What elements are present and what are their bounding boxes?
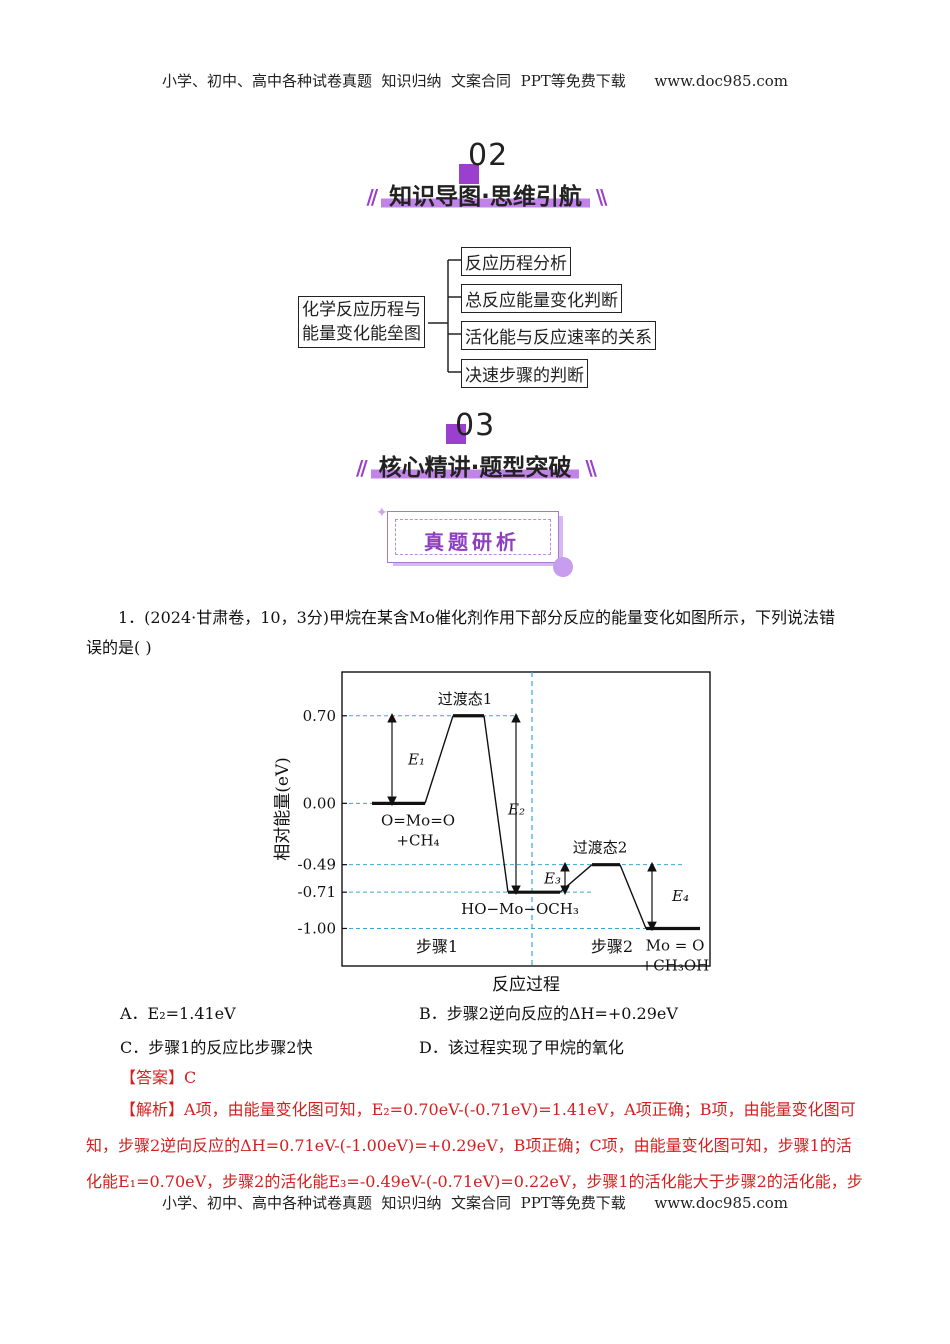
y-axis-label: 相对能量(eV) (273, 757, 293, 861)
tag-inner-border (395, 519, 551, 555)
answer-label: 【答案】 (120, 1068, 185, 1087)
reaction-path (424, 715, 454, 804)
answer-value: C (184, 1068, 197, 1087)
y-tick-label: -0.71 (298, 883, 336, 901)
y-tick-label: -0.49 (298, 856, 336, 874)
analysis-line: 化能E₁=0.70eV，步骤2的活化能E₃=-0.49eV-(-0.71eV)=… (86, 1172, 863, 1191)
option-a: A．E₂=1.41eV (120, 1004, 236, 1023)
section-number: 03 (455, 408, 496, 443)
y-tick-label: 0.70 (303, 707, 336, 725)
y-tick-label: 0.00 (303, 794, 336, 812)
arrow-label: E₂ (507, 801, 525, 819)
energy-diagram: 0.70 0.00 -0.49 -0.71 -1.00 E₁ E₂ E₃ E₄ O=Mo=O +CH… (273, 671, 711, 995)
step-label: 步骤2 (591, 937, 633, 956)
option-c: C．步骤1的反应比步骤2快 (120, 1038, 313, 1057)
arrow-label: E₄ (671, 887, 689, 905)
mindmap-root: 化学反应历程与 能量变化能垒图 (298, 296, 425, 348)
mindmap-branch: 反应历程分析 (461, 247, 571, 276)
level-label: Mo = O (646, 936, 705, 954)
section-banner: // 知识导图·思维引航 \\ (343, 182, 628, 212)
arrow-label: E₃ (543, 869, 561, 887)
mindmap-root-line: 化学反应历程与 (302, 300, 421, 320)
page-footer: 小学、初中、高中各种试卷真题 知识归纳 文案合同 PPT等免费下载 www.do… (161, 1194, 788, 1212)
analysis-label: 【解析】 (120, 1100, 185, 1119)
level-label: 过渡态1 (438, 690, 493, 708)
option-d: D．该过程实现了甲烷的氧化 (419, 1038, 624, 1057)
level-label: HO−Mo−OCH₃ (461, 900, 579, 918)
level-label: O=Mo=O (381, 811, 455, 829)
analysis-text: A项，由能量变化图可知，E₂=0.70eV-(-0.71eV)=1.41eV，A… (184, 1100, 856, 1119)
level-label: 过渡态2 (573, 839, 628, 857)
section-number: 02 (468, 138, 509, 173)
mindmap-branch: 活化能与反应速率的关系 (461, 321, 656, 350)
section-marker (459, 164, 479, 184)
mindmap-branch: 总反应能量变化判断 (461, 284, 622, 313)
level-label: +CH₄ (396, 831, 439, 849)
step-label: 步骤1 (416, 937, 458, 956)
y-tick-label: -1.00 (298, 919, 336, 937)
section-title: 知识导图·思维引航 (381, 184, 590, 210)
x-axis-label: 反应过程 (492, 975, 560, 995)
tag-label: 真题研析 (424, 530, 520, 554)
analysis-line: 【解析】A项，由能量变化图可知，E₂=0.70eV-(-0.71eV)=1.41… (120, 1092, 856, 1128)
mindmap-branch: 决速步骤的判断 (461, 359, 588, 388)
section-banner: // 核心精讲·题型突破 \\ (330, 453, 620, 483)
hatch-decoration-right: \\ (585, 456, 596, 480)
analysis-line: 知，步骤2逆向反应的ΔH=0.71eV-(-1.00eV)=+0.29eV，B项… (86, 1136, 852, 1155)
mindmap-root-line: 能量变化能垒图 (302, 324, 421, 344)
plot-frame (341, 671, 711, 967)
level-label: +CH₃OH (641, 956, 710, 974)
arrow-label: E₁ (407, 751, 425, 769)
reaction-path (619, 864, 647, 929)
planet-icon (553, 557, 573, 577)
page-header: 小学、初中、高中各种试卷真题 知识归纳 文案合同 PPT等免费下载 www.do… (161, 72, 788, 90)
hatch-decoration-right: \\ (595, 185, 607, 209)
reaction-path (483, 715, 509, 893)
hatch-decoration-left: // (356, 456, 367, 480)
section-marker (446, 424, 466, 444)
question-line: 误的是( ) (86, 638, 152, 657)
option-b: B．步骤2逆向反应的ΔH=+0.29eV (419, 1004, 678, 1023)
section-title: 核心精讲·题型突破 (370, 455, 580, 481)
hatch-decoration-left: // (366, 185, 378, 209)
mindmap-connectors (428, 259, 461, 373)
sparkle-icon: ✦ (376, 505, 388, 521)
answer: 【答案】C (120, 1060, 196, 1096)
question-line: 1．(2024·甘肃卷，10，3分)甲烷在某含Mo催化剂作用下部分反应的能量变化… (118, 608, 836, 627)
